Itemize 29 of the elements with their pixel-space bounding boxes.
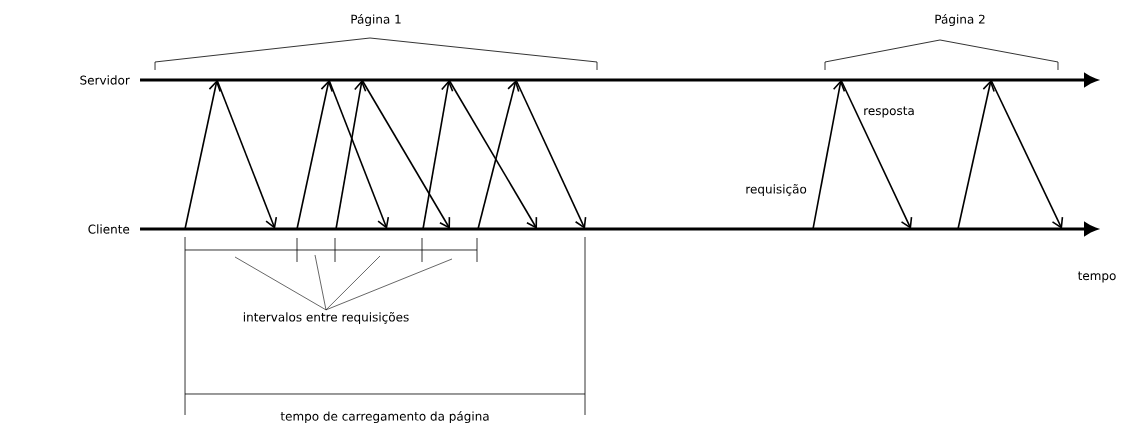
arrow — [990, 79, 1064, 229]
arrow — [422, 80, 454, 230]
label: tempo — [1077, 271, 1116, 283]
arrow — [515, 79, 587, 229]
node-label: Cliente — [88, 224, 130, 234]
annotation-text: intervalos entre requisições — [243, 312, 409, 324]
arrow — [477, 80, 520, 230]
arrow — [361, 79, 451, 229]
timeline-axis: Servidor — [80, 73, 1097, 87]
label: Página 2 — [935, 13, 985, 27]
leader-line — [314, 254, 327, 311]
label: tempo de carregamento da página — [280, 410, 489, 424]
label: Página 1 — [351, 13, 401, 27]
arrow — [216, 79, 278, 229]
arrow — [296, 80, 333, 230]
node-label: Servidor — [80, 75, 130, 85]
arrow — [184, 80, 221, 230]
arrow — [328, 79, 390, 229]
arrow — [812, 80, 846, 230]
leader-line — [325, 258, 453, 311]
leader-line — [325, 255, 381, 311]
timeline-axis: Cliente — [88, 222, 1097, 236]
arrow — [840, 79, 913, 229]
arrow — [448, 79, 538, 229]
edge-label: resposta — [862, 105, 916, 119]
leader-line — [234, 256, 327, 311]
arrow — [335, 80, 367, 230]
edge-label: requisição — [744, 183, 808, 197]
arrow — [957, 80, 995, 230]
